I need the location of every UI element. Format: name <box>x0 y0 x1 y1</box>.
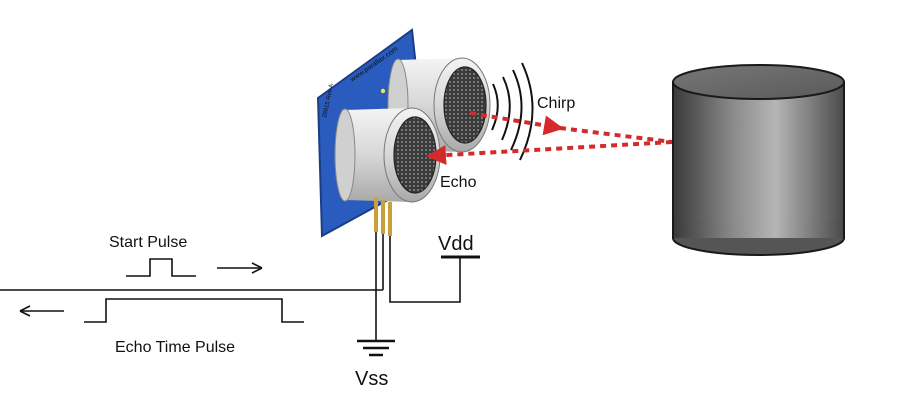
transducer-front <box>334 107 441 203</box>
echo-time-pulse: Echo Time Pulse <box>19 298 304 356</box>
echo-time-pulse-label: Echo Time Pulse <box>115 339 235 356</box>
start-pulse: Start Pulse <box>109 234 263 277</box>
target-cylinder <box>672 64 845 256</box>
vss-label: Vss <box>355 368 388 390</box>
chirp-signal-arrow <box>469 111 564 136</box>
sound-waves <box>491 62 534 161</box>
start-pulse-label: Start Pulse <box>109 234 187 251</box>
wiring <box>0 232 480 341</box>
left-arrow-icon <box>19 305 31 317</box>
chirp-signal-line <box>559 126 673 144</box>
ground-icon <box>357 339 395 357</box>
echo-signal-arrow <box>426 140 673 166</box>
vdd-wire <box>389 236 461 303</box>
indicator-led <box>380 88 386 94</box>
start-pulse-waveform <box>126 258 196 277</box>
echo-pulse-waveform <box>84 298 304 323</box>
right-arrow-icon <box>251 262 263 274</box>
sensor-pins <box>374 198 392 236</box>
vdd-label: Vdd <box>438 233 474 255</box>
chirp-label: Chirp <box>537 95 575 112</box>
echo-label: Echo <box>440 174 477 191</box>
